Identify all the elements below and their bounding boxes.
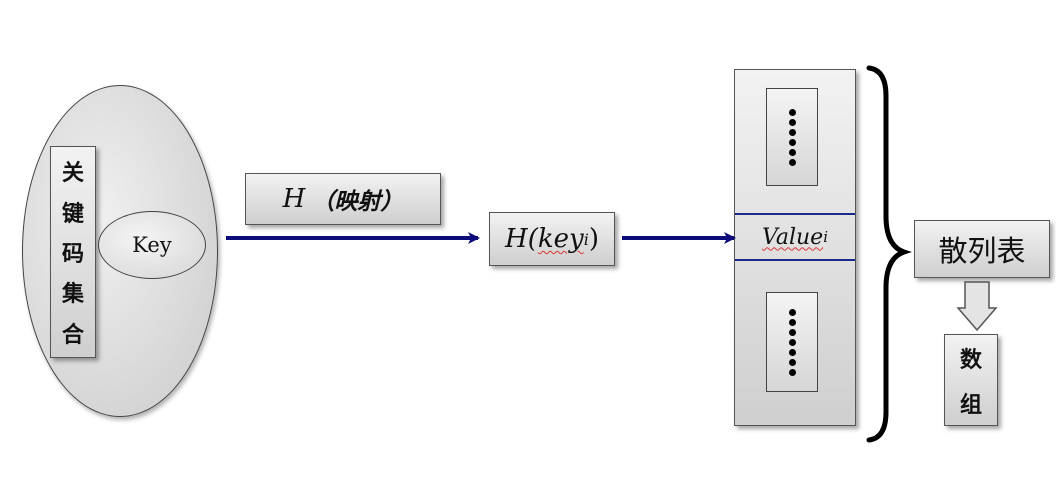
array-char: 数 <box>959 347 982 373</box>
key-set-char: 键 <box>61 201 84 227</box>
vertical-ellipsis-icon <box>788 306 796 379</box>
hash-table-label: 散列表 <box>938 234 1026 268</box>
key-set-char: 关 <box>61 161 84 187</box>
slot-top <box>766 88 818 186</box>
key-node-label: Key <box>132 233 172 257</box>
slot-bottom <box>766 292 818 392</box>
right-brace-icon <box>866 65 912 443</box>
array-label-box: 数 组 <box>944 334 998 426</box>
vertical-ellipsis-icon <box>788 106 796 169</box>
mapping-symbol: H <box>282 184 306 214</box>
key-set-label: 关 键 码 集 合 <box>50 146 96 358</box>
array-char: 组 <box>959 392 982 418</box>
key-set-char: 合 <box>61 322 84 348</box>
key-set-char: 码 <box>61 241 84 267</box>
value-sub: i <box>823 228 829 246</box>
hash-suffix: ) <box>588 224 599 254</box>
key-set-char: 集 <box>61 282 84 308</box>
hash-prefix: H( <box>505 224 538 254</box>
value-label: Value <box>761 224 824 250</box>
hash-sub: i <box>583 229 589 249</box>
hash-table-label-box: 散列表 <box>914 220 1050 278</box>
down-arrow-icon <box>956 281 998 332</box>
mapping-box: H （映射） <box>245 173 441 225</box>
key-node: Key <box>98 211 206 279</box>
mapping-label: （映射） <box>311 189 404 215</box>
hash-var: key <box>537 224 584 254</box>
